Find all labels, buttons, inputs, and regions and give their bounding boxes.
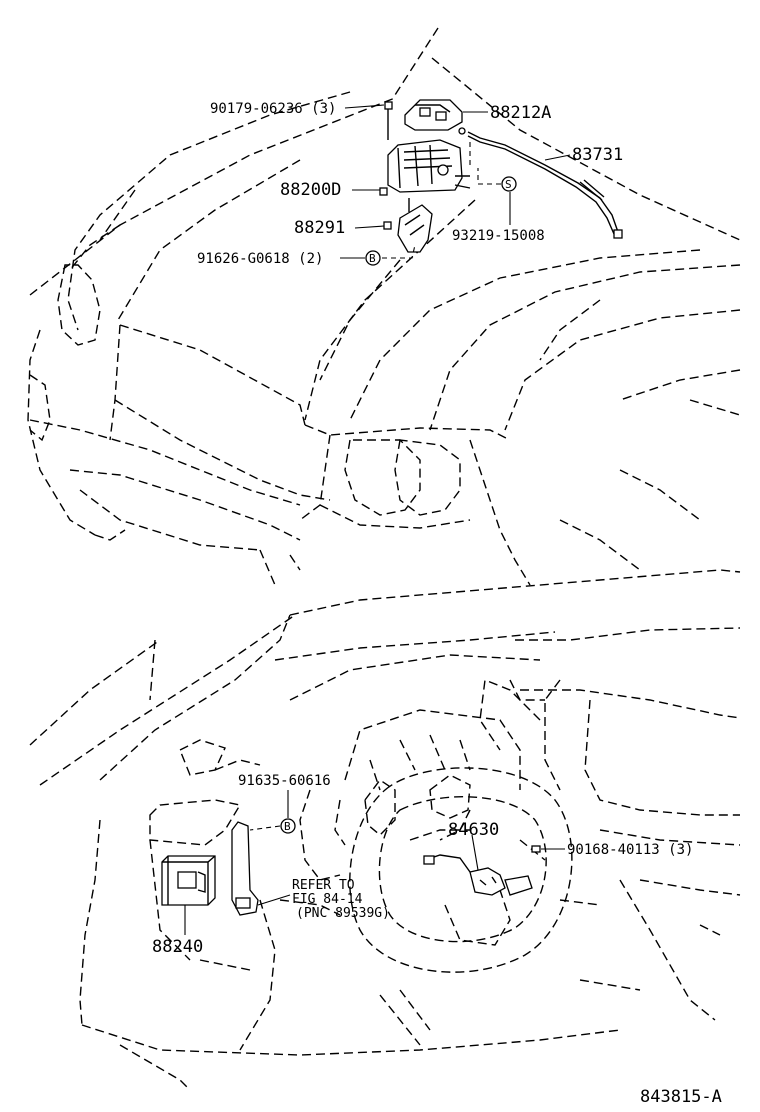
leader-lines-bottom: [184, 790, 565, 935]
marker-s: S: [501, 176, 517, 192]
part-84630-switch: [423, 845, 541, 896]
label-84630: 84630: [448, 820, 499, 840]
svg-text:S: S: [505, 178, 512, 191]
label-88200D: 88200D: [280, 180, 341, 200]
dashboard-outline: [29, 569, 741, 1091]
vehicle-front-outline: [27, 27, 741, 586]
part-88200D-actuator: [387, 139, 471, 193]
part-88240-control-computer: [161, 855, 216, 906]
label-88240: 88240: [152, 937, 203, 957]
svg-text:B: B: [369, 252, 376, 265]
marker-b-top: B: [365, 250, 381, 266]
refer-line-3: (PNC 89539G): [296, 906, 390, 921]
part-bracket-91635: [231, 821, 259, 916]
label-90179-06236: 90179-06236 (3): [210, 101, 336, 117]
label-91635-60616: 91635-60616: [238, 773, 331, 789]
refer-line-1: REFER TO: [292, 878, 355, 893]
label-93219-15008: 93219-15008: [452, 228, 545, 244]
leader-lines-top: [340, 104, 571, 259]
label-91626-G0618: 91626-G0618 (2): [197, 251, 323, 267]
label-83731: 83731: [572, 145, 623, 165]
part-83731-cable: [467, 131, 623, 239]
part-88291-bracket: [397, 204, 433, 253]
marker-b-bottom: B: [280, 818, 296, 834]
small-bolts: [379, 101, 466, 230]
figure-id: 843815-A: [640, 1087, 722, 1107]
label-90168-40113: 90168-40113 (3): [567, 842, 693, 858]
label-88291: 88291: [294, 218, 345, 238]
refer-line-2: FIG 84-14: [292, 892, 363, 907]
part-88212A-sensor: [404, 99, 463, 131]
svg-text:B: B: [284, 820, 291, 833]
label-88212A: 88212A: [490, 103, 551, 123]
